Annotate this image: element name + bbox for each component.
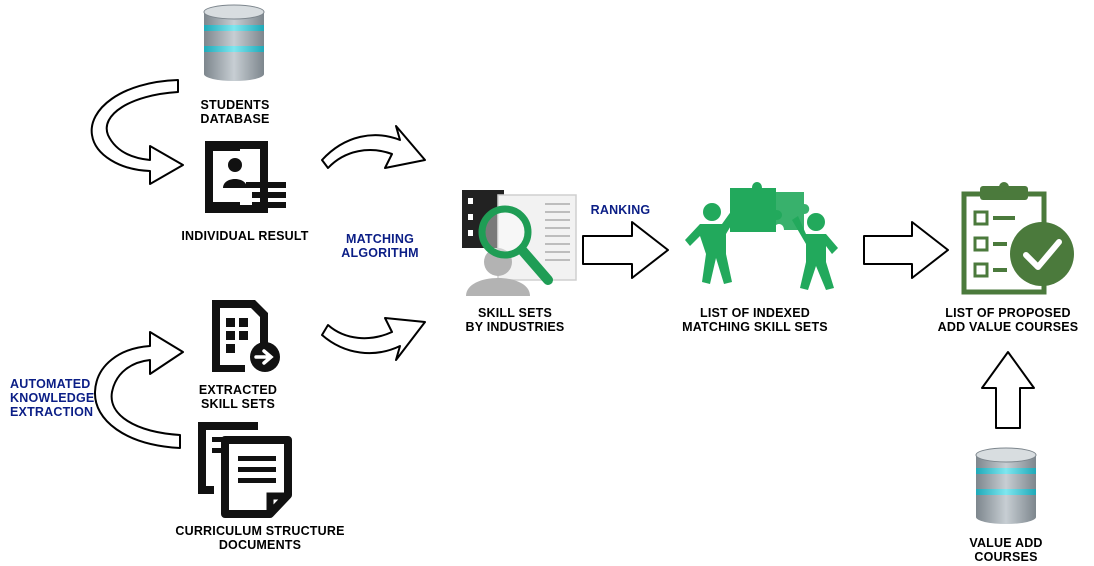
indexed-skill-sets-label: LIST OF INDEXED MATCHING SKILL SETS xyxy=(670,306,840,334)
id-card-icon xyxy=(205,141,286,213)
curved-arrow-extracted-to-skills xyxy=(321,317,426,361)
extracted-line1: EXTRACTED xyxy=(198,383,278,397)
skill-sets-label: SKILL SETS BY INDUSTRIES xyxy=(450,306,580,334)
individual-result-line1: INDIVIDUAL RESULT xyxy=(181,229,309,243)
indexed-line1: LIST OF INDEXED xyxy=(700,306,810,320)
extracted-skill-sets-label: EXTRACTED SKILL SETS xyxy=(190,383,286,411)
students-database-line1: STUDENTS xyxy=(200,98,270,112)
ranking-line1: RANKING xyxy=(590,203,651,217)
clipboard-check-icon xyxy=(961,182,1074,295)
value-add-courses-label: VALUE ADD COURSES xyxy=(958,536,1054,564)
students-database-line2: DATABASE xyxy=(200,112,270,126)
curriculum-line1: CURRICULUM STRUCTURE xyxy=(175,524,345,538)
value-add-line2: COURSES xyxy=(974,550,1038,564)
value-add-line1: VALUE ADD xyxy=(969,536,1043,550)
individual-result-label: INDIVIDUAL RESULT xyxy=(165,229,325,243)
matching-algorithm-line2: ALGORITHM xyxy=(341,246,419,260)
ranking-label: RANKING xyxy=(583,203,658,217)
matching-algorithm-label: MATCHING ALGORITHM xyxy=(330,232,430,260)
arrow-to-proposed xyxy=(863,221,949,279)
search-profile-icon xyxy=(462,190,577,296)
puzzle-people-icon xyxy=(685,182,838,290)
proposed-line2: ADD VALUE COURSES xyxy=(937,320,1079,334)
arrow-ranking xyxy=(582,221,669,279)
curriculum-line2: DOCUMENTS xyxy=(218,538,302,552)
curriculum-documents-label: CURRICULUM STRUCTURE DOCUMENTS xyxy=(160,524,360,552)
students-database-icon xyxy=(203,4,265,82)
students-database-label: STUDENTS DATABASE xyxy=(187,98,283,126)
proposed-line1: LIST OF PROPOSED xyxy=(945,306,1071,320)
value-add-database-icon xyxy=(975,447,1037,525)
matching-algorithm-line1: MATCHING xyxy=(345,232,415,246)
automated-line2: KNOWLEDGE xyxy=(10,391,95,405)
skill-sets-line1: SKILL SETS xyxy=(477,306,552,320)
documents-icon xyxy=(198,422,292,518)
automated-extraction-label: AUTOMATED KNOWLEDGE EXTRACTION xyxy=(10,377,110,419)
curved-arrow-db-to-result xyxy=(90,79,184,185)
skill-sets-line2: BY INDUSTRIES xyxy=(465,320,565,334)
automated-line3: EXTRACTION xyxy=(10,405,94,419)
proposed-courses-label: LIST OF PROPOSED ADD VALUE COURSES xyxy=(928,306,1088,334)
curved-arrow-result-to-skills xyxy=(321,125,426,169)
document-grid-arrow-icon xyxy=(212,300,280,372)
indexed-line2: MATCHING SKILL SETS xyxy=(682,320,828,334)
extracted-line2: SKILL SETS xyxy=(200,397,275,411)
arrow-up-value-add xyxy=(981,351,1035,429)
automated-line1: AUTOMATED xyxy=(10,377,91,391)
curved-arrow-docs-to-extracted xyxy=(93,331,184,449)
